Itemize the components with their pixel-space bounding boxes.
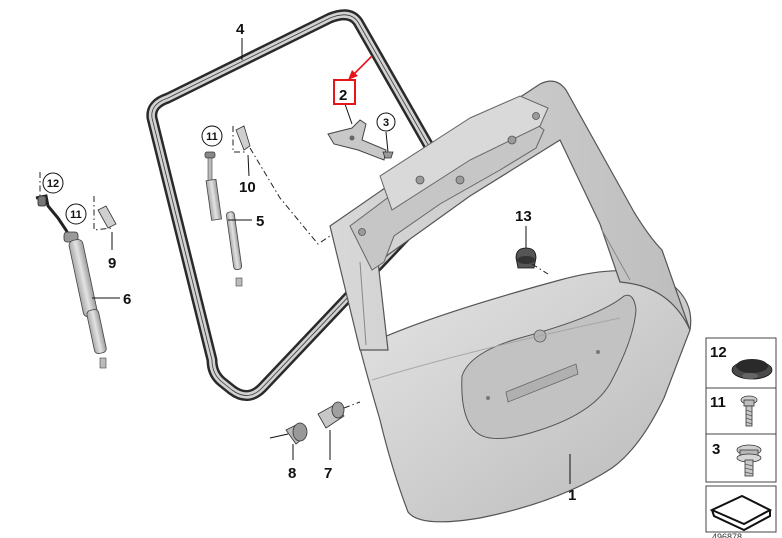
part-8-buffer <box>285 422 308 445</box>
callout-circle-12 <box>42 172 64 194</box>
legend-label-11: 11 <box>710 394 726 411</box>
dash-11b <box>93 196 113 231</box>
bracket-9 <box>97 205 117 229</box>
gas-strut-6 <box>35 194 107 369</box>
part-7-stop <box>317 401 345 429</box>
hinge-bracket <box>327 119 387 161</box>
highlight-arrow-icon <box>348 70 358 80</box>
leader-10 <box>247 154 250 177</box>
bolt-icon <box>736 444 762 477</box>
legend-box-11 <box>705 387 777 435</box>
dash-10-to-gate <box>249 147 331 245</box>
gas-strut-5 <box>204 151 243 287</box>
legend-label-3: 3 <box>712 441 720 458</box>
label-part-12: 12 <box>47 178 59 190</box>
label-part-9: 9 <box>108 255 116 272</box>
label-part-6: 6 <box>123 291 131 308</box>
screw-icon <box>740 395 758 427</box>
highlight-box <box>333 79 356 105</box>
highlight-arrow-shaft <box>351 55 373 77</box>
label-part-5: 5 <box>256 213 264 230</box>
label-part-11b: 11 <box>70 209 82 221</box>
callout-circle-3 <box>376 112 396 132</box>
label-part-10: 10 <box>239 179 256 196</box>
label-part-4: 4 <box>236 21 245 38</box>
part-13-bumper <box>515 247 537 269</box>
bolt-3-icon <box>382 151 394 159</box>
fastener-legend: 12 11 3 <box>705 337 777 533</box>
leader-3 <box>385 131 389 153</box>
label-part-11a: 11 <box>206 131 218 143</box>
dash-13 <box>531 263 549 275</box>
bent-arrow-icon <box>709 494 773 532</box>
label-part-8: 8 <box>288 465 296 482</box>
callout-circle-11b <box>65 203 87 225</box>
label-part-7: 7 <box>324 465 332 482</box>
label-part-13: 13 <box>515 208 532 225</box>
dash-7 <box>343 401 361 409</box>
leader-2 <box>344 103 353 125</box>
bracket-10 <box>235 125 251 151</box>
callout-circle-11a <box>201 125 223 147</box>
label-part-3: 3 <box>383 117 389 129</box>
grommet-icon <box>731 359 773 380</box>
dash-8 <box>269 433 289 439</box>
tailgate-panel <box>329 80 692 523</box>
legend-label-12: 12 <box>710 344 727 361</box>
label-part-1: 1 <box>568 487 576 504</box>
label-part-2: 2 <box>339 87 347 104</box>
diagram-id: 496878 <box>712 532 742 538</box>
